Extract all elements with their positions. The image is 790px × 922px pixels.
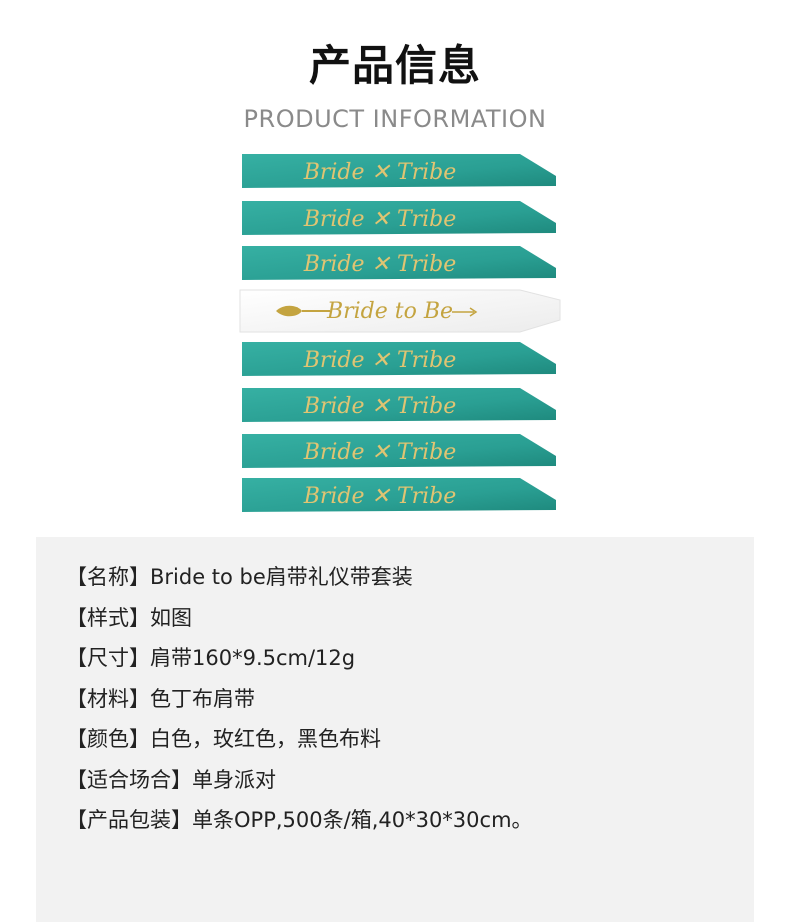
page-subtitle: PRODUCT INFORMATION bbox=[243, 105, 547, 133]
page-title: 产品信息 bbox=[308, 41, 481, 90]
info-row-occasion: 【适合场合】单身派对 bbox=[66, 767, 276, 792]
info-panel bbox=[36, 537, 754, 922]
info-row-packaging: 【产品包装】单条OPP,500条/箱,40*30*30cm。 bbox=[66, 808, 533, 832]
sash-label: Bride to Be bbox=[326, 299, 453, 324]
info-row-size: 【尺寸】肩带160*9.5cm/12g bbox=[66, 646, 356, 670]
sash-teal-2: Bride ✕ Tribe bbox=[242, 201, 556, 235]
sash-teal-3: Bride ✕ Tribe bbox=[242, 246, 556, 280]
info-list: 【名称】Bride to be肩带礼仪带套装 【样式】如图 【尺寸】肩带160*… bbox=[66, 560, 746, 844]
info-row-style: 【样式】如图 bbox=[66, 605, 192, 630]
sash-label: Bride ✕ Tribe bbox=[303, 394, 457, 419]
sash-teal-7: Bride ✕ Tribe bbox=[242, 478, 556, 512]
sash-label: Bride ✕ Tribe bbox=[303, 252, 457, 277]
arrow-feather-icon bbox=[276, 305, 330, 317]
sash-teal-4: Bride ✕ Tribe bbox=[242, 342, 556, 376]
arrow-head-icon bbox=[452, 307, 478, 317]
sash-label: Bride ✕ Tribe bbox=[303, 348, 457, 373]
sash-label: Bride ✕ Tribe bbox=[303, 440, 457, 465]
product-image: Bride ✕ Tribe Bride ✕ Tribe Bride ✕ Trib… bbox=[230, 148, 570, 518]
info-row-material: 【材料】色丁布肩带 bbox=[66, 686, 255, 711]
sash-label: Bride ✕ Tribe bbox=[303, 484, 457, 509]
info-row-name: 【名称】Bride to be肩带礼仪带套装 bbox=[66, 565, 413, 589]
sash-teal-6: Bride ✕ Tribe bbox=[242, 434, 556, 468]
sash-teal-1: Bride ✕ Tribe bbox=[242, 154, 556, 188]
sash-white: Bride to Be bbox=[239, 289, 561, 333]
sash-teal-5: Bride ✕ Tribe bbox=[242, 388, 556, 422]
sash-label: Bride ✕ Tribe bbox=[303, 207, 457, 232]
info-row-color: 【颜色】白色，玫红色，黑色布料 bbox=[66, 727, 381, 751]
sash-label: Bride ✕ Tribe bbox=[303, 160, 457, 185]
